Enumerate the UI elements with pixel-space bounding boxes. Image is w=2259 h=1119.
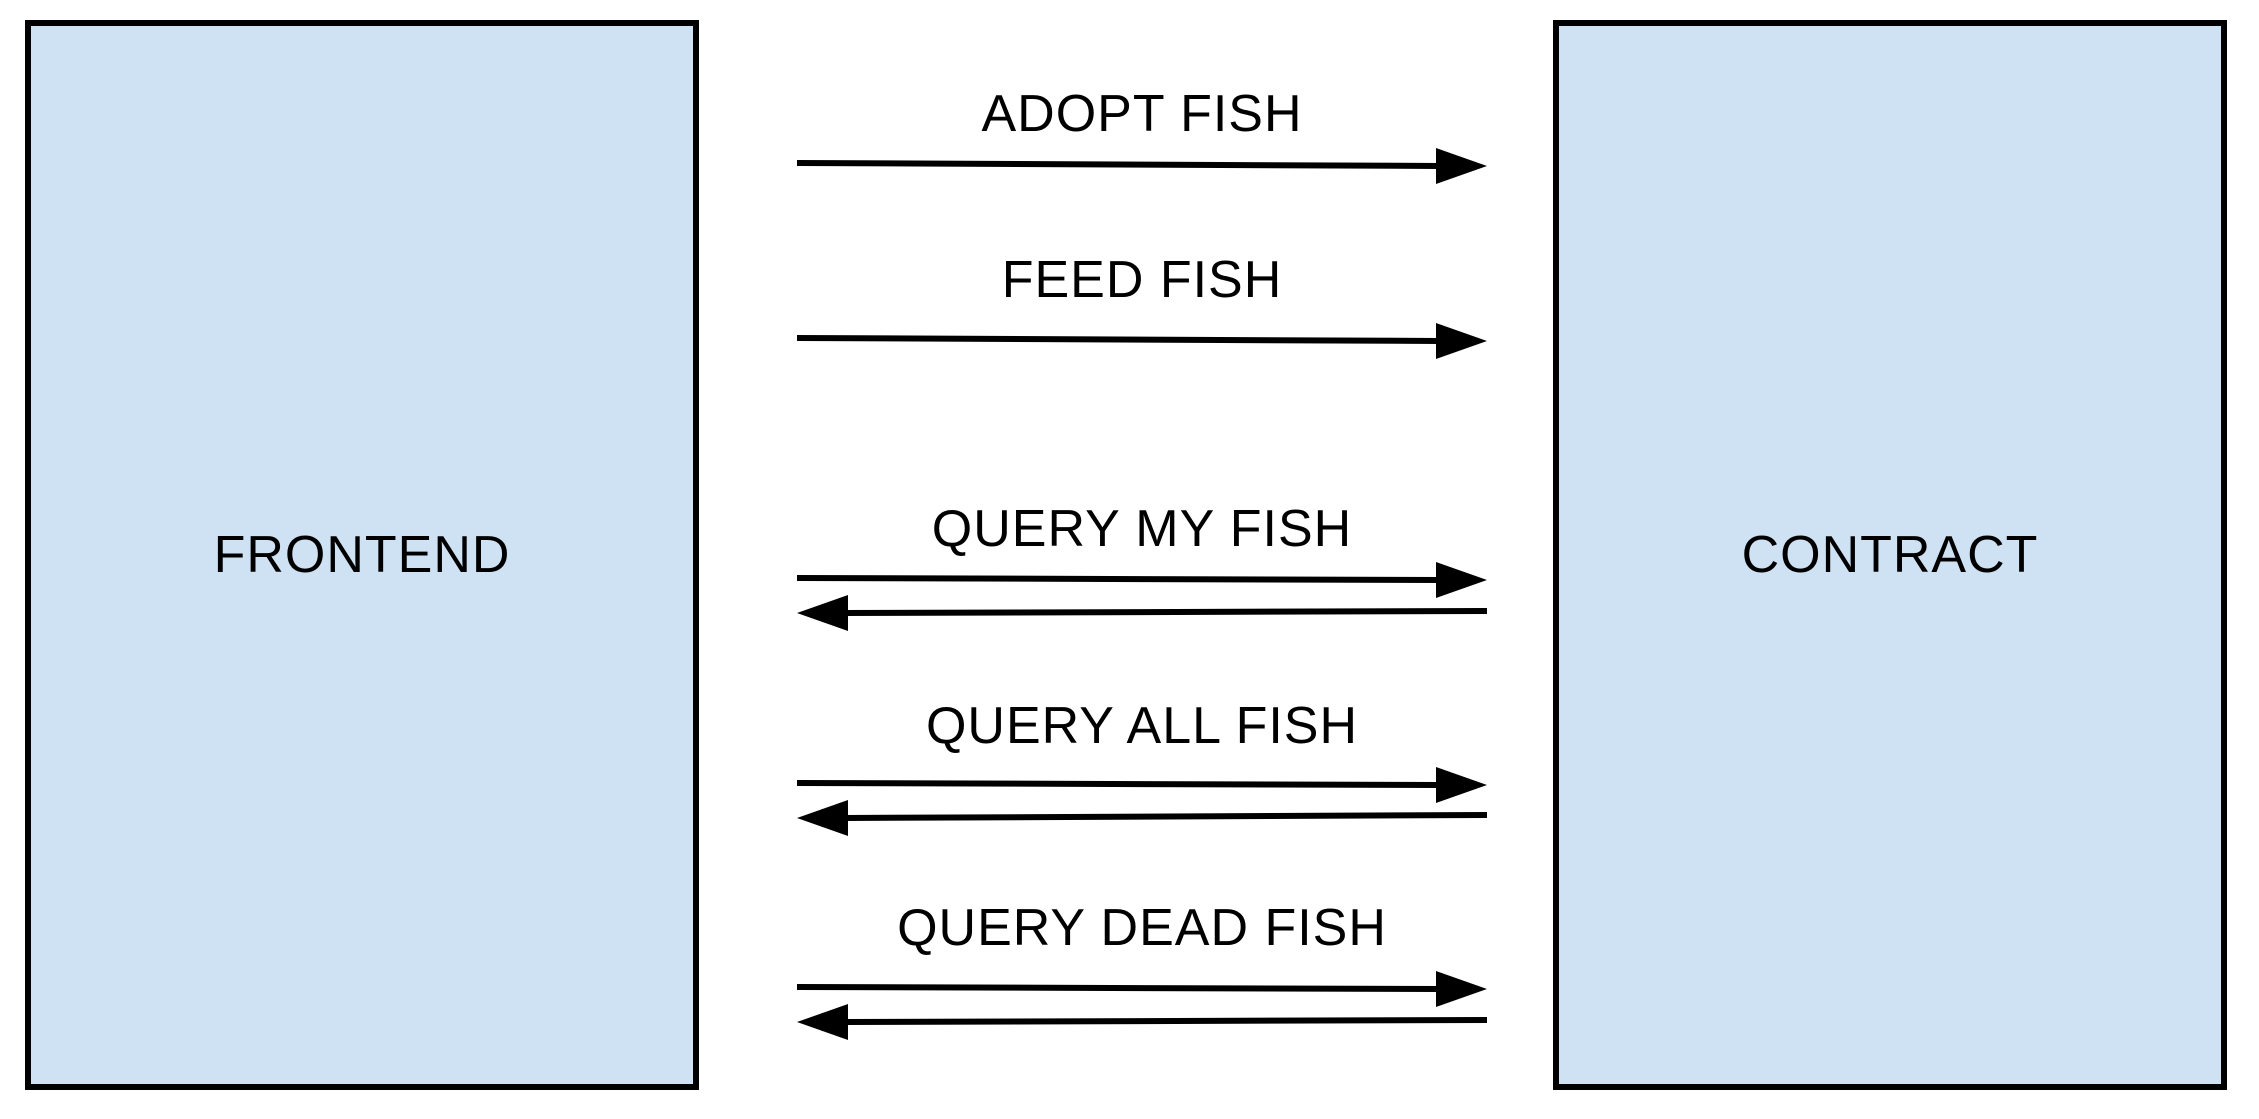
contract-box: CONTRACT (1553, 20, 2227, 1090)
feed-fish-label: FEED FISH (1001, 251, 1283, 309)
query-dead-fish-label: QUERY DEAD FISH (897, 899, 1387, 957)
contract-label: CONTRACT (1741, 526, 2039, 584)
query-all-fish-request-arrow (796, 767, 1487, 803)
query-dead-fish-response-arrow (797, 1004, 1488, 1040)
query-my-fish-request-arrow (796, 562, 1487, 598)
query-dead-fish-request-arrow (796, 971, 1487, 1007)
frontend-box: FRONTEND (25, 20, 699, 1090)
query-all-fish-label: QUERY ALL FISH (925, 697, 1359, 755)
query-my-fish-response-arrow (797, 595, 1488, 631)
feed-fish-request-arrow (796, 323, 1487, 359)
query-all-fish-response-arrow (797, 800, 1488, 836)
adopt-fish-label: ADOPT FISH (981, 85, 1303, 143)
frontend-label: FRONTEND (213, 526, 511, 584)
adopt-fish-request-arrow (796, 148, 1487, 184)
query-my-fish-label: QUERY MY FISH (931, 500, 1353, 558)
